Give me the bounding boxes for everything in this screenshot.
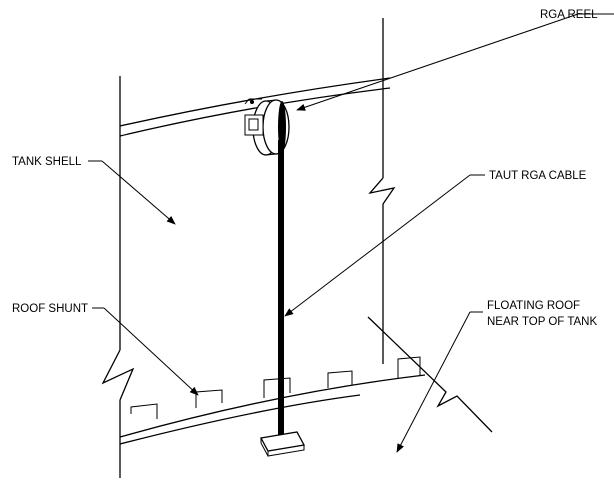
taut-rga-cable-callout: TAUT RGA CABLE (284, 170, 587, 317)
tank-shell-label: TANK SHELL (12, 156, 82, 168)
rga-reel-callout: RGA REEL (296, 9, 614, 111)
floating-roof-edge (119, 374, 426, 445)
tank-shell-left-wall (101, 76, 135, 478)
roof-shunt-callout: ROOF SHUNT (12, 303, 199, 396)
cable-anchor-plate (259, 431, 306, 457)
floating-roof-callout: FLOATING ROOF NEAR TOP OF TANK (396, 300, 597, 453)
roof-break-line (367, 316, 493, 433)
rga-cable (278, 140, 284, 435)
floating-roof-label-line2: NEAR TOP OF TANK (487, 316, 597, 328)
roof-shunt-label: ROOF SHUNT (12, 303, 88, 315)
roof-shunt (130, 403, 158, 419)
taut-rga-cable-label: TAUT RGA CABLE (489, 170, 587, 182)
rga-reel-label: RGA REEL (540, 9, 598, 21)
top-rail (119, 77, 391, 137)
roof-shunt (195, 389, 223, 408)
roof-shunt (263, 377, 291, 398)
floating-roof-label-line1: FLOATING ROOF (487, 300, 580, 312)
roof-shunt (327, 370, 353, 388)
tank-shell-right-wall (368, 18, 396, 364)
roof-shunts (130, 356, 421, 419)
tank-shell-callout: TANK SHELL (12, 156, 176, 225)
